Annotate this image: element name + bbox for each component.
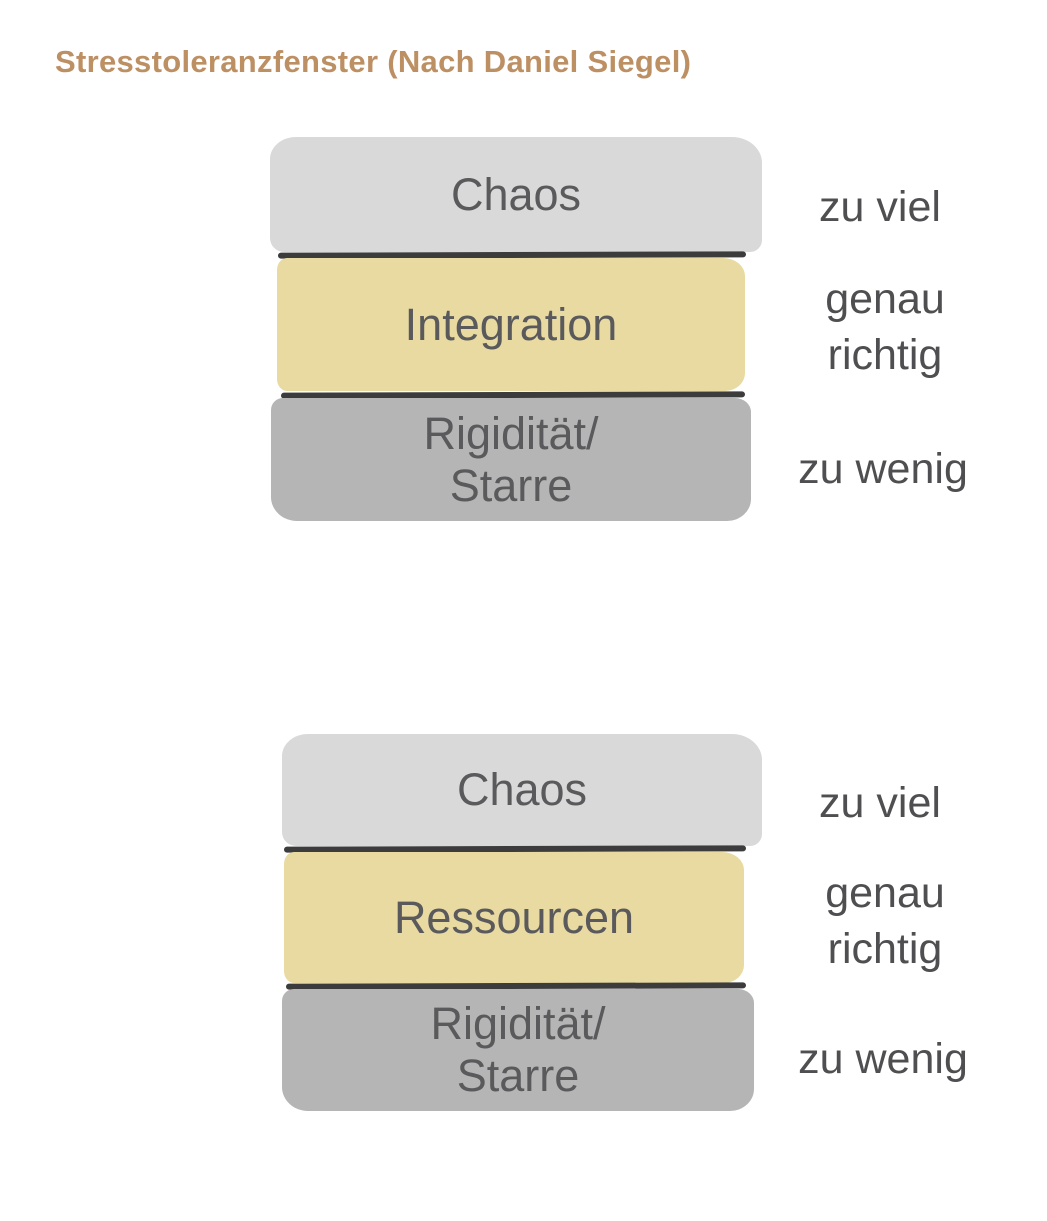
band-rigiditaet-starre-label: Rigidität/ Starre <box>430 998 606 1101</box>
band-chaos-label: Chaos <box>456 764 588 816</box>
side-label-genau-richtig: genau richtig <box>825 869 945 973</box>
page-title: Stresstoleranzfenster (Nach Daniel Siege… <box>55 44 692 79</box>
band-chaos-label: Chaos <box>450 168 582 220</box>
side-label-zu-viel: zu viel <box>819 183 941 231</box>
side-label-genau-richtig: genau richtig <box>825 275 945 379</box>
side-label-zu-wenig: zu wenig <box>798 1035 968 1083</box>
band-ressourcen: Ressourcen <box>284 852 744 983</box>
band-rigiditaet-starre: Rigidität/ Starre <box>271 398 751 521</box>
band-chaos: Chaos <box>282 734 762 846</box>
side-label-zu-wenig: zu wenig <box>798 445 968 493</box>
band-rigiditaet-starre: Rigidität/ Starre <box>282 989 754 1111</box>
band-rigiditaet-starre-label: Rigidität/ Starre <box>423 407 599 511</box>
band-integration-label: Integration <box>404 298 618 350</box>
band-integration: Integration <box>277 258 745 391</box>
side-label-zu-viel: zu viel <box>819 779 941 827</box>
band-chaos: Chaos <box>270 137 762 252</box>
band-ressourcen-label: Ressourcen <box>393 891 635 943</box>
